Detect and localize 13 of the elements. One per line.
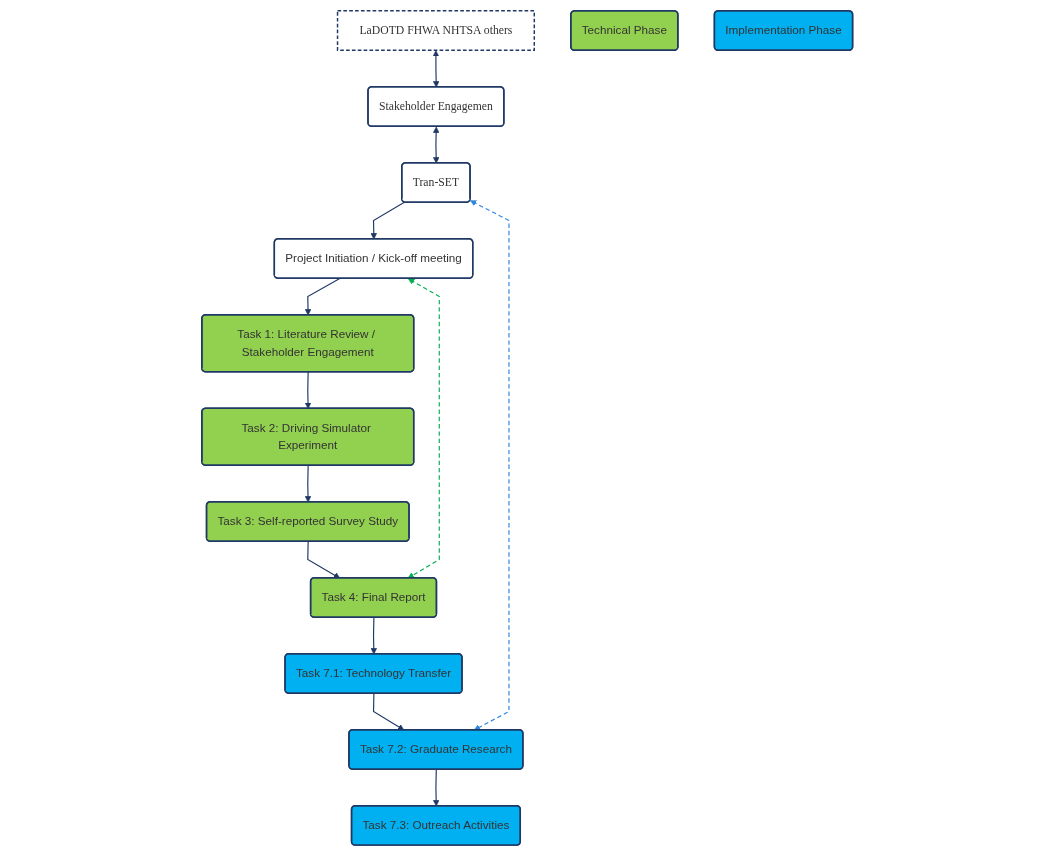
arrow [370, 201, 405, 240]
arrow [304, 371, 311, 409]
arrow [407, 278, 440, 579]
arrow [304, 278, 341, 316]
arrow [304, 465, 311, 503]
arrow [432, 50, 440, 88]
arrow [469, 200, 510, 731]
arrow [432, 768, 440, 807]
node-box: LaDOTD FHWA NHTSA others [336, 10, 535, 52]
arrow [370, 617, 377, 655]
arrow [372, 692, 404, 731]
arrow [432, 126, 440, 164]
arrow [306, 541, 340, 579]
